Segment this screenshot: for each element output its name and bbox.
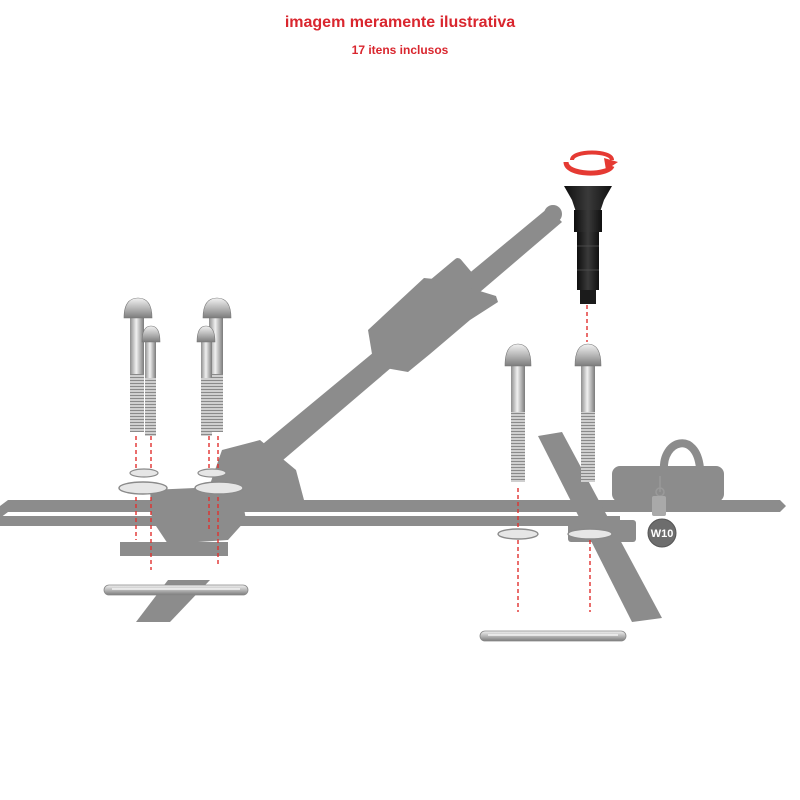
items-included-subtitle: 17 itens inclusos: [351, 43, 449, 57]
bolt-left-1: [123, 297, 153, 432]
bolt-left-2: [141, 325, 161, 436]
right-clamp-base: [612, 466, 724, 502]
bolt-left-4: [196, 325, 216, 436]
washer-large: [194, 481, 244, 495]
main-rail-lower: [0, 516, 620, 526]
washer-large: [118, 481, 168, 495]
lock-loop: [659, 439, 704, 471]
bracket-plate: [120, 542, 228, 556]
washer-small: [129, 468, 159, 478]
washers: [118, 468, 613, 540]
bolt-right-2: [574, 343, 602, 482]
main-rail: [0, 500, 786, 518]
washer-large: [567, 528, 613, 540]
base-housing-lower: [150, 486, 246, 544]
rotate-arrow-icon: [563, 150, 618, 176]
tightening-knob: [564, 186, 612, 304]
bolt-left-3: [202, 297, 232, 432]
arm-tip: [544, 205, 562, 223]
key-tag-disc: [647, 518, 677, 548]
washer-large: [497, 528, 539, 540]
arm-clamp: [368, 278, 498, 372]
illustrative-title: imagem meramente ilustrativa: [284, 14, 516, 31]
key-icon: W10: [647, 476, 677, 548]
alignment-guides: [135, 305, 591, 612]
rack-silhouette: [0, 205, 786, 622]
flat-plates: [103, 584, 627, 642]
washer-small: [197, 468, 227, 478]
bolt-right-1: [504, 343, 532, 482]
key-tag-label: W10: [651, 528, 674, 540]
arm-grip: [429, 258, 475, 302]
